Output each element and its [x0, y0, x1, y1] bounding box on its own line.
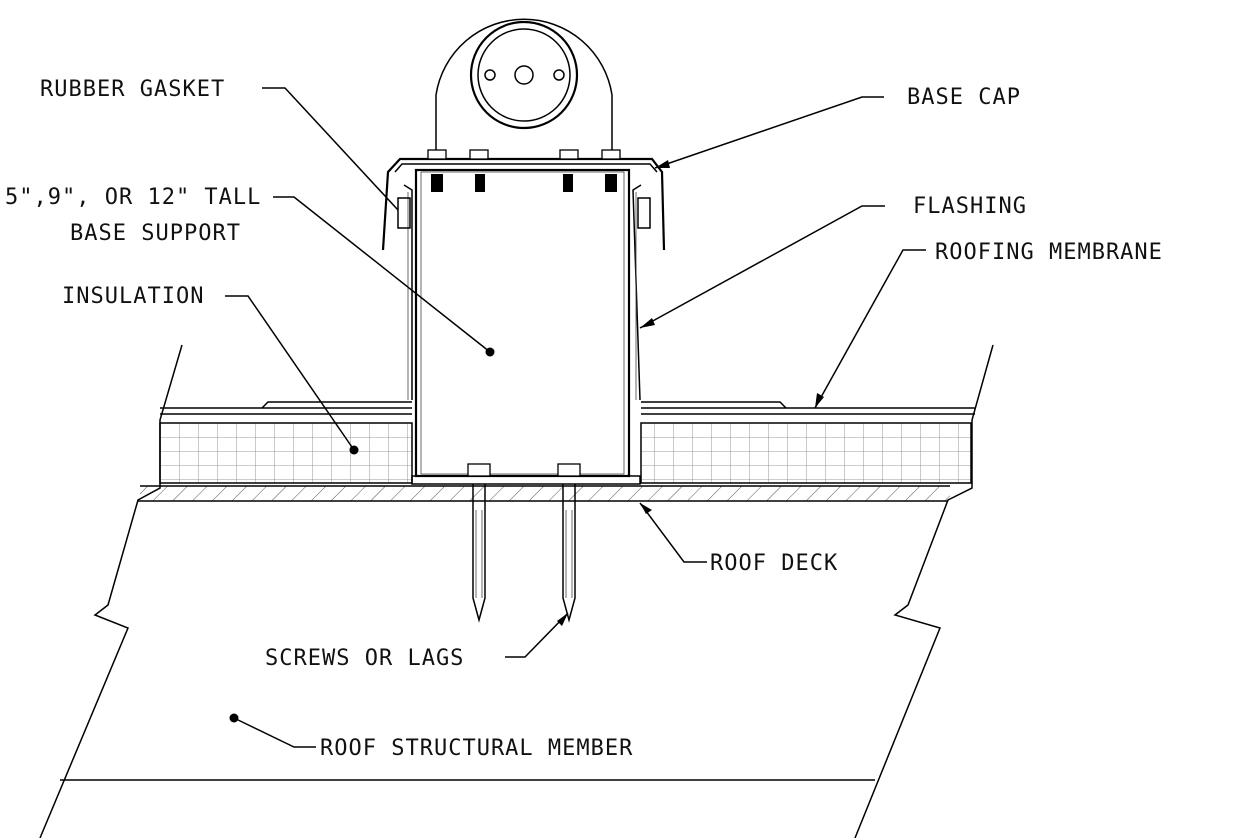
- rubber-gasket: [397, 197, 411, 229]
- roof-deck: [138, 485, 950, 502]
- insulation: [159, 422, 972, 484]
- roof-structural-member: [39, 344, 994, 838]
- top-bolts: [427, 149, 621, 192]
- label-screws-or-lags: SCREWS OR LAGS: [265, 646, 464, 671]
- label-base-cap: BASE CAP: [907, 85, 1021, 110]
- label-roof-structural-member: ROOF STRUCTURAL MEMBER: [320, 736, 633, 761]
- label-rubber-gasket: RUBBER GASKET: [40, 77, 225, 102]
- label-insulation: INSULATION: [62, 284, 204, 309]
- callout-labels: RUBBER GASKET BASE CAP 5",9", OR 12" TAL…: [5, 77, 1163, 761]
- base-cap: [381, 157, 666, 251]
- label-roofing-membrane: ROOFING MEMBRANE: [935, 240, 1163, 265]
- leader-lines: [225, 87, 926, 748]
- flashing: [403, 184, 642, 401]
- label-base-support-line1: 5",9", OR 12" TALL: [5, 185, 261, 210]
- roofing-membrane: [160, 401, 975, 415]
- base-support: [411, 168, 641, 485]
- screws-or-lags: [467, 463, 581, 623]
- leader-dots: [229, 347, 495, 723]
- pipe-clamp: [435, 18, 613, 150]
- label-base-support-line2: BASE SUPPORT: [70, 221, 241, 246]
- label-flashing: FLASHING: [913, 194, 1027, 219]
- label-roof-deck: ROOF DECK: [710, 551, 838, 576]
